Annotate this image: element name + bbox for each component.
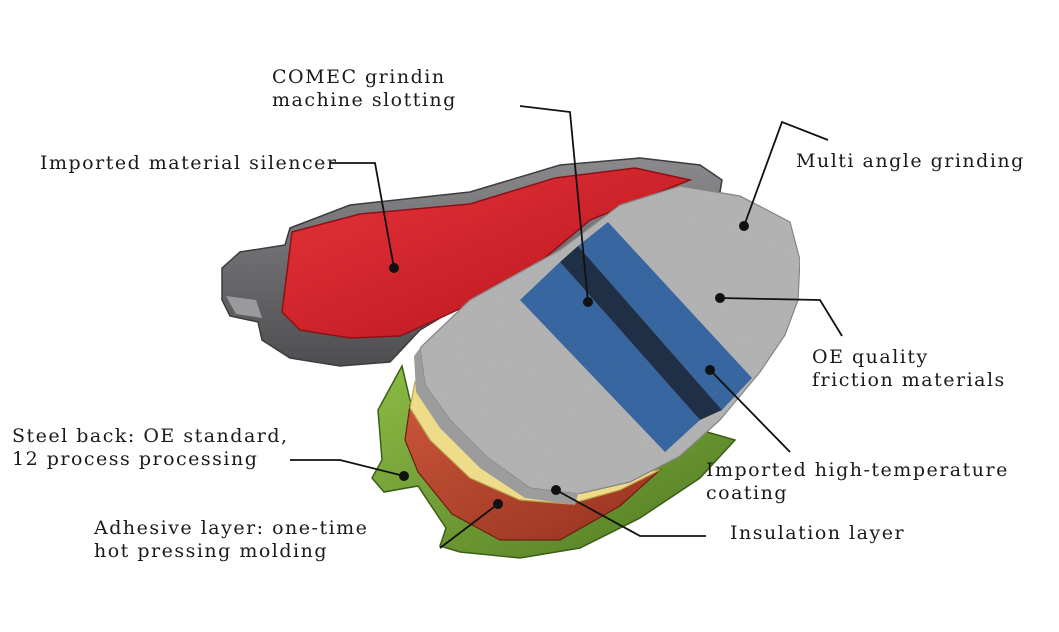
- label-silencer: Imported material silencer: [40, 152, 337, 175]
- label-friction-line1: OE quality: [812, 346, 1006, 369]
- label-adhesive-line2: hot pressing molding: [94, 540, 368, 563]
- label-coating-line2: coating: [706, 482, 1009, 505]
- label-multi-angle-text: Multi angle grinding: [796, 150, 1025, 173]
- label-coating-line1: Imported high-temperature: [706, 459, 1009, 482]
- label-comec-line1: COMEC grindin: [272, 66, 457, 89]
- label-comec-slotting: COMEC grindin machine slotting: [272, 66, 457, 112]
- label-comec-line2: machine slotting: [272, 89, 457, 112]
- label-adhesive: Adhesive layer: one-time hot pressing mo…: [94, 517, 368, 563]
- label-steel-back: Steel back: OE standard, 12 process proc…: [12, 425, 289, 471]
- label-friction-line2: friction materials: [812, 369, 1006, 392]
- label-multi-angle: Multi angle grinding: [796, 150, 1025, 173]
- label-steel-back-line2: 12 process processing: [12, 448, 289, 471]
- label-adhesive-line1: Adhesive layer: one-time: [94, 517, 368, 540]
- label-silencer-text: Imported material silencer: [40, 152, 337, 175]
- label-coating: Imported high-temperature coating: [706, 459, 1009, 505]
- label-friction: OE quality friction materials: [812, 346, 1006, 392]
- label-insulation-text: Insulation layer: [730, 522, 905, 545]
- label-steel-back-line1: Steel back: OE standard,: [12, 425, 289, 448]
- label-insulation: Insulation layer: [730, 522, 905, 545]
